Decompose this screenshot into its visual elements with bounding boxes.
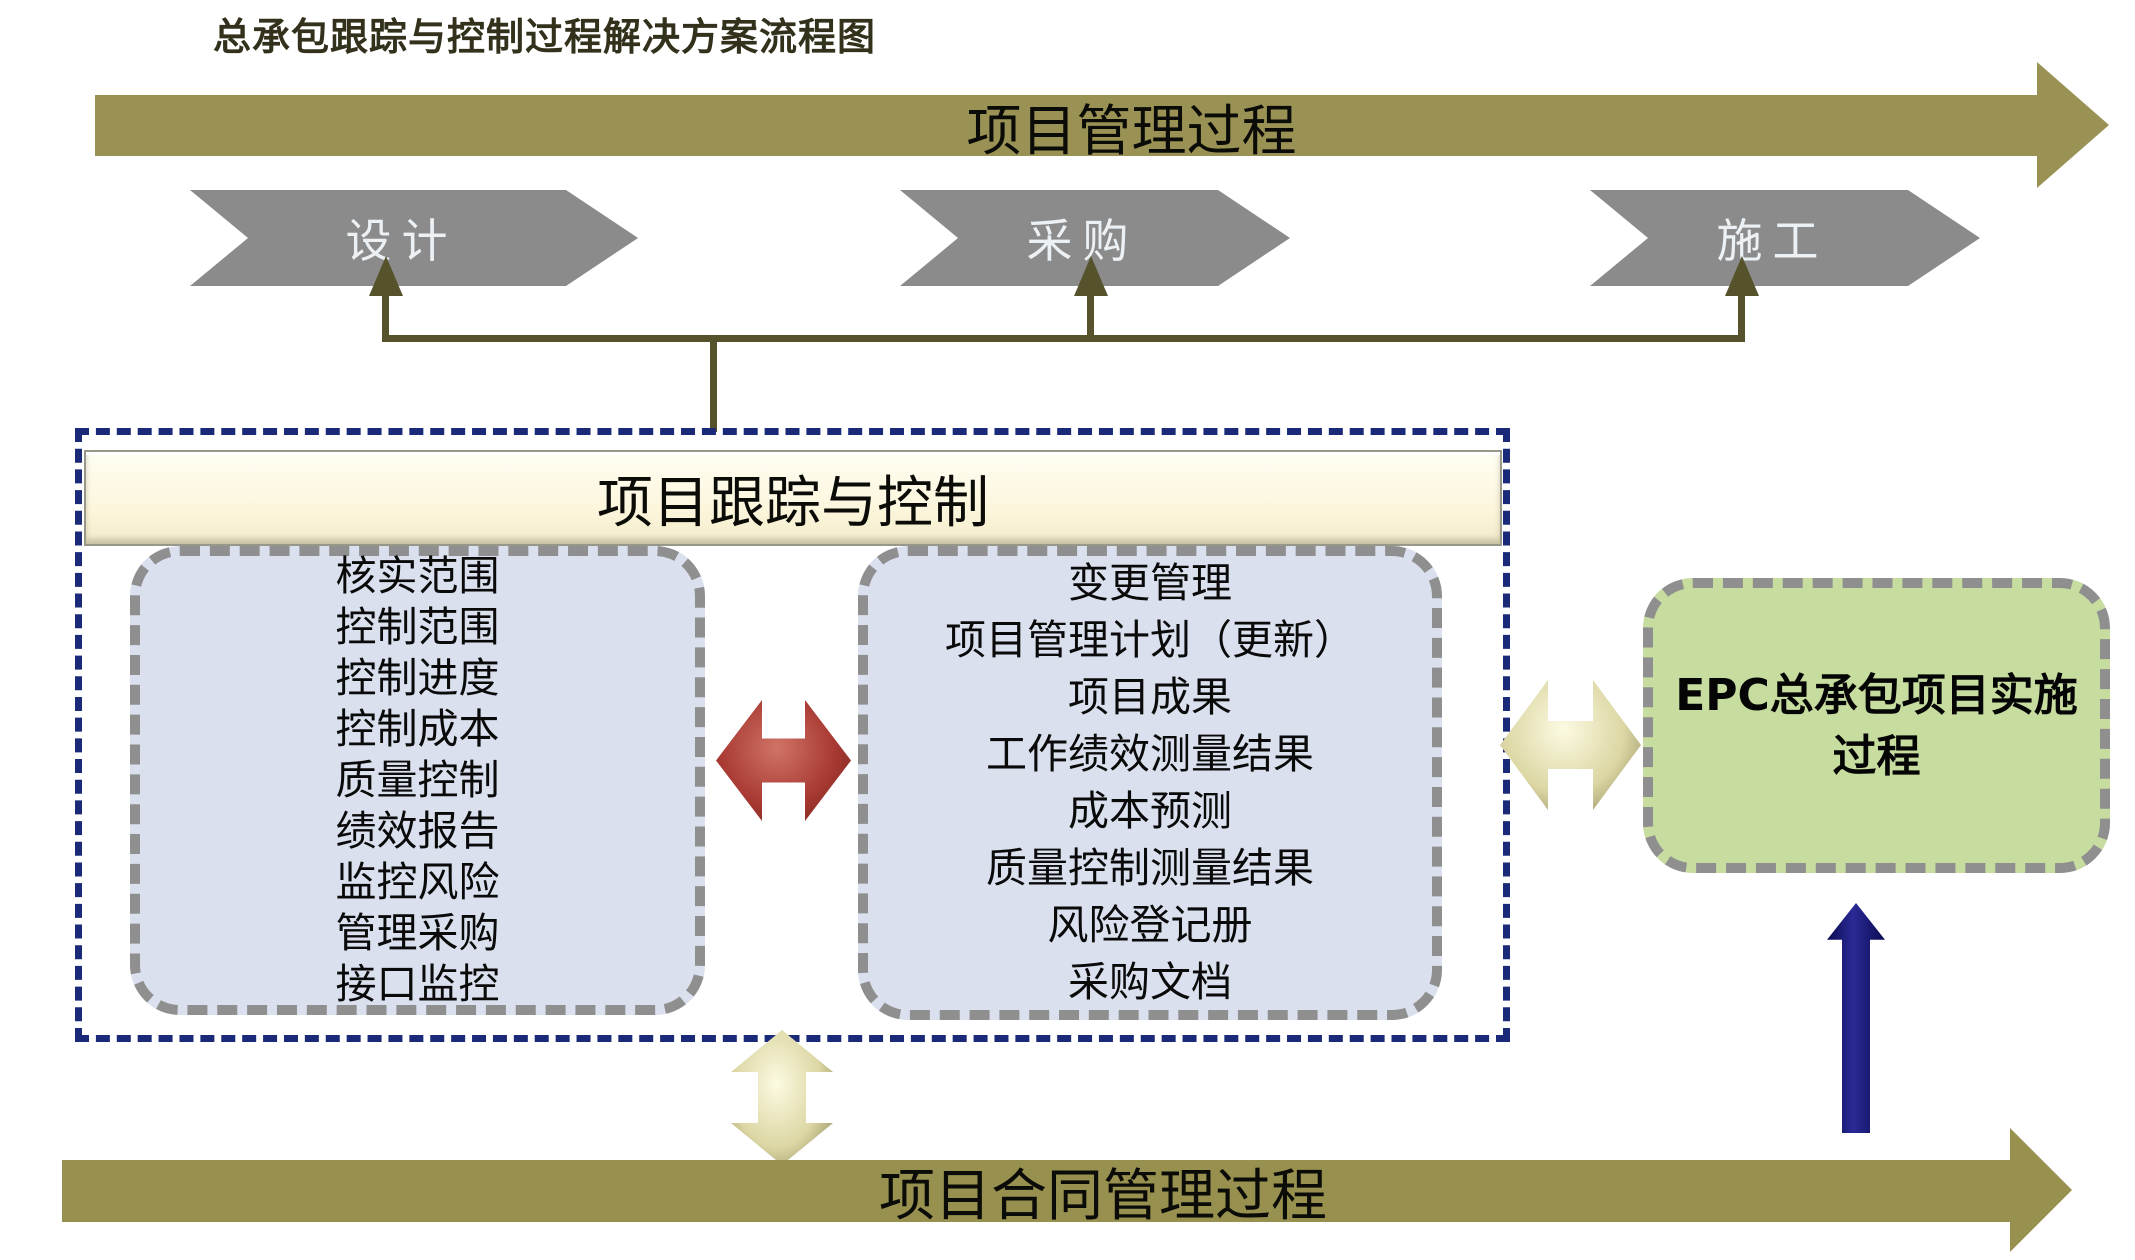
tan-double-arrow-vertical-icon	[731, 1030, 833, 1165]
connector-line-to-procurement	[1087, 293, 1094, 342]
list-item: 风险登记册	[1047, 901, 1253, 949]
phase-arrow-design: 设计	[190, 190, 638, 286]
connector-line-to-construction	[1738, 293, 1745, 342]
list-item: 成本预测	[1068, 787, 1232, 835]
tracking-box-header: 项目跟踪与控制	[84, 450, 1502, 546]
list-item: 工作绩效测量结果	[986, 730, 1314, 778]
tracking-outputs-list: 变更管理项目管理计划（更新） 项目成果工作绩效测量结果成本预测质量控制测量结果风险…	[858, 546, 1442, 1020]
diagram-title: 总承包跟踪与控制过程解决方案流程图	[213, 14, 877, 59]
top-banner-bar	[95, 95, 2040, 156]
list-item: 核实范围	[335, 552, 500, 600]
tracking-box-outline	[75, 428, 1510, 1042]
epc-process-box: EPC总承包项目实施过程	[1643, 578, 2110, 873]
connector-line-to-design	[382, 293, 389, 342]
navy-up-arrow-icon	[1827, 903, 1885, 1133]
list-item: 质量控制测量结果	[986, 844, 1314, 892]
connector-horizontal-line	[385, 335, 1745, 342]
connector-line-to-tracking-box	[710, 340, 717, 432]
list-item: 变更管理	[1068, 559, 1232, 607]
list-item: 管理采购	[335, 909, 500, 957]
phase-arrow-construction: 施工	[1590, 190, 1980, 286]
list-item: 项目成果	[1068, 673, 1232, 721]
list-item: 采购文档	[1068, 958, 1232, 1006]
list-item: 控制进度	[335, 654, 500, 702]
bottom-banner-bar	[62, 1160, 2012, 1222]
tracking-activities-list: 核实范围控制范围控制进度控制成本质量控制绩效报告监控风险管理采购接口监控	[130, 546, 705, 1015]
bottom-banner-label: 项目合同管理过程	[879, 1163, 1327, 1229]
list-item: 接口监控	[335, 960, 500, 1008]
bottom-banner-arrowhead-icon	[2010, 1128, 2072, 1252]
list-item: 质量控制	[335, 756, 500, 804]
list-item: 绩效报告	[335, 807, 500, 855]
list-item: 控制成本	[335, 705, 500, 753]
tan-double-arrow-horizontal-icon	[1500, 680, 1641, 810]
top-banner-arrowhead-icon	[2037, 62, 2109, 188]
list-item: 监控风险	[335, 858, 500, 906]
list-item: 项目管理计划（更新）	[945, 616, 1355, 664]
top-banner-label: 项目管理过程	[966, 98, 1297, 163]
list-item: 控制范围	[335, 603, 500, 651]
